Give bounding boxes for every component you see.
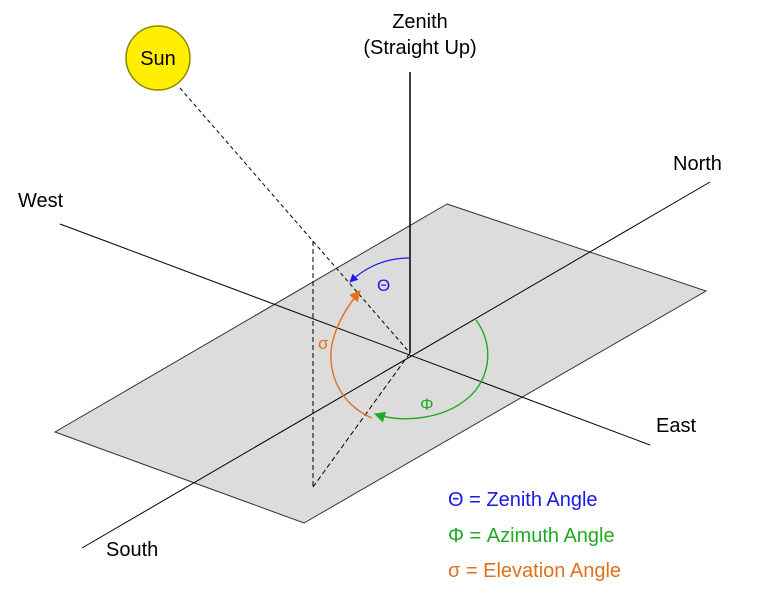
west-east-axis xyxy=(59,223,651,446)
legend-elevation: σ = Elevation Angle xyxy=(448,560,621,582)
sun-label: Sun xyxy=(140,48,176,70)
zenith-angle-arc xyxy=(349,257,411,283)
zenith-label: Zenith xyxy=(392,11,448,33)
west-label: West xyxy=(18,190,64,212)
legend-zenith: Θ = Zenith Angle xyxy=(448,489,598,511)
azimuth-angle-arc xyxy=(373,319,489,423)
legend-azimuth: Φ = Azimuth Angle xyxy=(448,525,615,547)
elevation-angle-arc xyxy=(330,290,373,419)
north-south-axis xyxy=(81,181,711,549)
north-label: North xyxy=(673,153,722,175)
legend: Θ = Zenith Angle Φ = Azimuth Angle σ = E… xyxy=(448,489,621,582)
sun-ray-line xyxy=(179,87,411,354)
ground-plane xyxy=(53,203,708,524)
sun-ground-projection xyxy=(312,352,411,488)
azimuth-angle-symbol: Φ xyxy=(420,395,434,414)
sun: Sun xyxy=(125,25,191,91)
elevation-angle-symbol: σ xyxy=(318,334,329,353)
south-label: South xyxy=(106,539,158,561)
zenith-sublabel: (Straight Up) xyxy=(363,37,476,59)
east-label: East xyxy=(656,415,696,437)
zenith-angle-symbol: Θ xyxy=(377,276,390,295)
sun-circle xyxy=(125,25,191,91)
